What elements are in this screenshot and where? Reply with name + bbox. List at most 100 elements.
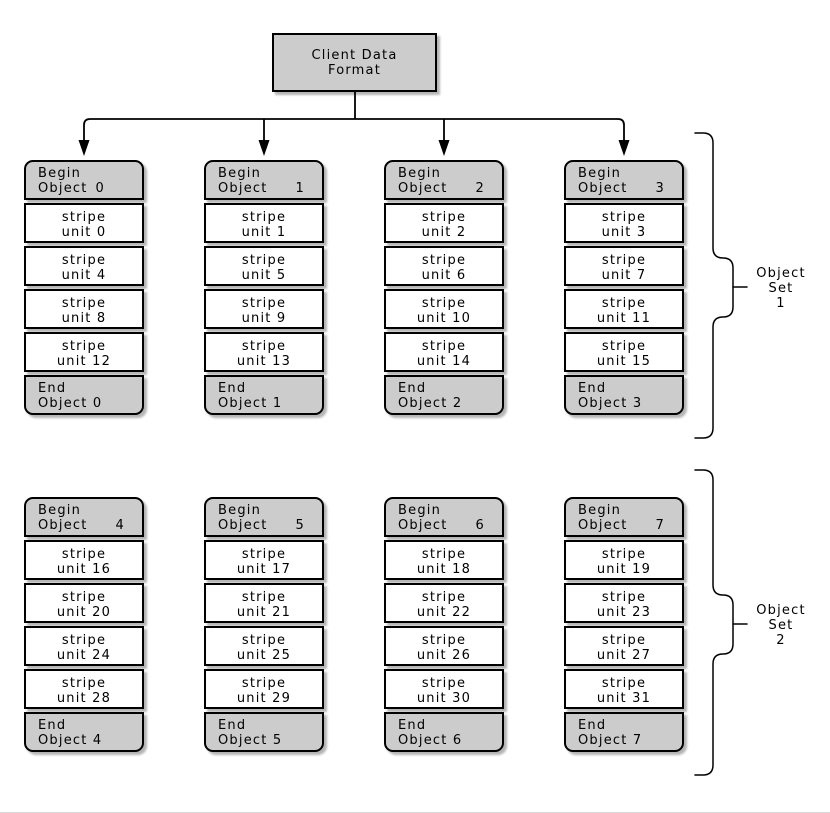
stripe-unit-line1: stripe (601, 210, 647, 225)
stripe-unit-line2: unit 15 (596, 354, 652, 369)
stripe-unit-line2: unit 12 (56, 354, 112, 369)
begin-object-word: Object (578, 518, 628, 533)
stripe-unit-line2: unit 24 (56, 648, 112, 663)
stripe-unit-line2: unit 22 (416, 605, 472, 620)
stripe-unit-line2: unit 17 (236, 562, 292, 577)
title-line-2: Format (327, 62, 381, 78)
stripe-unit-line1: stripe (601, 296, 647, 311)
begin-object-number: 0 (95, 181, 106, 196)
object-set-2-label: Object Set 2 (744, 603, 818, 648)
begin-object-word: Object (578, 181, 628, 196)
begin-label-line1: Begin (578, 166, 622, 181)
end-label-line2: Object 4 (38, 733, 103, 748)
begin-label-line2: Object 7 (578, 518, 670, 533)
stripe-unit-line2: unit 28 (56, 691, 112, 706)
stripe-unit-line1: stripe (241, 676, 287, 691)
stripe-unit-line1: stripe (421, 339, 467, 354)
stripe-unit-line2: unit 0 (61, 225, 107, 240)
stripe-unit-line1: stripe (601, 547, 647, 562)
begin-object-word: Object (218, 181, 268, 196)
stripe-unit-line1: stripe (241, 547, 287, 562)
stripe-unit-line2: unit 14 (416, 354, 472, 369)
stripe-unit-line1: stripe (601, 253, 647, 268)
stripe-unit-line2: unit 5 (241, 268, 287, 283)
stripe-unit-line1: stripe (241, 296, 287, 311)
stripe-unit-line2: unit 7 (601, 268, 647, 283)
stripe-unit-line2: unit 10 (416, 311, 472, 326)
stripe-unit-line1: stripe (421, 253, 467, 268)
begin-label-line1: Begin (38, 503, 82, 518)
stripe-unit-line1: stripe (241, 590, 287, 605)
end-label-line2: Object 3 (578, 396, 643, 411)
stripe-unit-line2: unit 2 (421, 225, 467, 240)
arrowhead-3 (438, 140, 450, 156)
begin-object-number: 4 (115, 518, 125, 533)
stripe-unit-line2: unit 26 (416, 648, 472, 663)
stripe-unit-line2: unit 23 (596, 605, 652, 620)
stripe-unit-line1: stripe (61, 547, 107, 562)
end-label-line1: End (578, 718, 607, 733)
object-set-2-label-line2: Set (768, 618, 794, 633)
stripe-unit-line1: stripe (241, 253, 287, 268)
begin-object-number: 7 (655, 518, 665, 533)
end-label-line2: Object 5 (218, 733, 283, 748)
end-label-line1: End (38, 718, 67, 733)
arrowheads (78, 140, 630, 156)
object-set-1-label-line3: 1 (776, 296, 786, 311)
arrowhead-4 (618, 140, 630, 156)
stripe-unit-line1: stripe (421, 633, 467, 648)
object-set-1-label-line1: Object (756, 266, 806, 281)
stripe-unit-line1: stripe (421, 547, 467, 562)
fanout-connector (83, 92, 625, 141)
end-label-line1: End (218, 718, 247, 733)
stripe-unit-line1: stripe (241, 633, 287, 648)
title-line-1: Client Data (311, 47, 398, 63)
stripe-unit-line1: stripe (421, 676, 467, 691)
stripe-unit-line1: stripe (601, 590, 647, 605)
stripe-unit-line1: stripe (421, 210, 467, 225)
object-set-1-label-line2: Set (768, 281, 794, 296)
client-data-format-box: Client Data Format (272, 33, 437, 92)
stripe-unit-line1: stripe (241, 210, 287, 225)
stripe-unit-line2: unit 8 (61, 311, 107, 326)
